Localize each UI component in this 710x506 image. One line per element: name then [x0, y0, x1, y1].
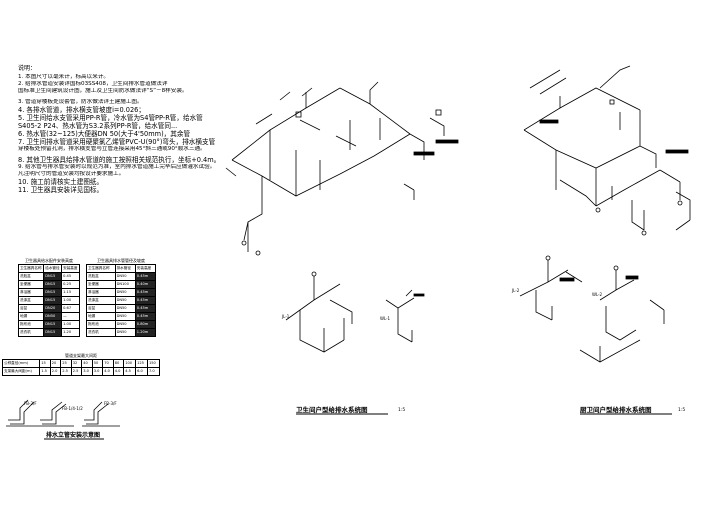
note-line: 6. 热水管(32~125)大便器DN 50(大于4'50mm)，其余管: [18, 129, 191, 138]
detail-label: FB-2/F: [24, 401, 37, 406]
notes-heading: 说明：: [18, 65, 37, 72]
note-line: 凡注明尺寸的管道安装均按设计要求施工。: [18, 171, 125, 178]
detail-title: 排水立管安装示意图: [46, 431, 100, 439]
note-line: 3. 管道穿楼板处设套管，防水做法详土建施工图。: [18, 98, 143, 105]
table-caption: 管道支架最大间距: [65, 352, 97, 358]
note-line: 8. 其他卫生器具给排水管道的施工按照相关规范执行，坐标+0.4m。: [18, 156, 216, 165]
left-drawing-title: 卫生间户型给排水系统图: [296, 405, 368, 414]
design-notes: 说明： 1. 本图尺寸以毫米计，标高以米计。 2. 给排水管道安装详国标03SS…: [18, 65, 216, 195]
table-cell: 7.0: [146, 367, 161, 376]
pipe-label: JL-2: [511, 288, 520, 293]
detail-sketch-3: [82, 401, 120, 427]
right-drawing-scale: 1:5: [678, 407, 685, 413]
pipe-label: WL-2: [592, 292, 603, 297]
note-line: 国标准卫生间建筑设计图，施工及卫生间防水做法详“S”－8样安装。: [18, 87, 188, 94]
table-cell: 4.5: [123, 367, 137, 376]
note-line: 2. 给排水管道安装详国标03SS408，卫生间排水管道做法详: [18, 80, 168, 87]
left-lower-system: [285, 271, 425, 353]
right-drawing-title: 厨卫间户型给排水系统图: [580, 405, 652, 414]
table-row: 支架最大间距(m) 1.5 2.0 2.5 2.5 3.0 3.0 4.0 4.…: [1, 367, 161, 376]
left-upper-system: [225, 81, 459, 256]
note-line: 10. 施工前请核实土建图纸。: [18, 178, 104, 187]
right-upper-system: [523, 65, 691, 236]
support-spacing-table: 管道支架最大间距 公称直径(mm) 15 20 25 32 40 50 70 8…: [1, 352, 161, 376]
detail-label: FB-1/4-1/2: [62, 406, 83, 411]
right-lower-system: [519, 255, 665, 363]
note-line: 9. 给水管与排水管安装时以规范为准，室内排水管道施工完毕后应做灌水试验。: [18, 164, 216, 171]
note-line: 5. 卫生间给水支管采用PP-R管，冷水管为S4管PP-R管，给水管: [18, 113, 203, 122]
table-caption: 卫生器具给水配件安装高度: [25, 257, 73, 263]
detail-sketch-1: [6, 399, 38, 427]
note-line: 1. 本图尺寸以毫米计，标高以米计。: [18, 73, 110, 80]
table-cell: 1.20m: [134, 328, 157, 337]
pipe-label: WL-1: [380, 316, 391, 321]
detail-label: FB-3/F: [104, 401, 117, 406]
note-line: 4. 各排水管道，排水横支管坡度i=0.026；: [18, 105, 145, 114]
note-line: 11. 卫生器具安装详见国标。: [18, 186, 104, 195]
detail-sketch-2: [38, 401, 74, 427]
note-line: S405-2 P24、热水管为S3.2系列PP-R管，给水管同...: [18, 121, 178, 130]
pipe-label: JL-1: [281, 314, 290, 319]
left-drawing-scale: 1:5: [398, 407, 405, 413]
note-line: 穿楼板处预留孔洞，排水横支管与立管连接采用45°斜三通或90°顺水三通。: [18, 145, 206, 152]
table-cell: 1.20: [61, 328, 80, 337]
table-cell: 洗衣机: [17, 328, 45, 337]
table-cell: 支架最大间距(m): [1, 367, 41, 376]
note-line: 7. 卫生间排水管道采用硬聚氯乙烯管PVC-U(90°)弯头，排水横支管: [18, 137, 216, 146]
table-caption: 卫生器具排水管管径及坡度: [97, 257, 145, 263]
